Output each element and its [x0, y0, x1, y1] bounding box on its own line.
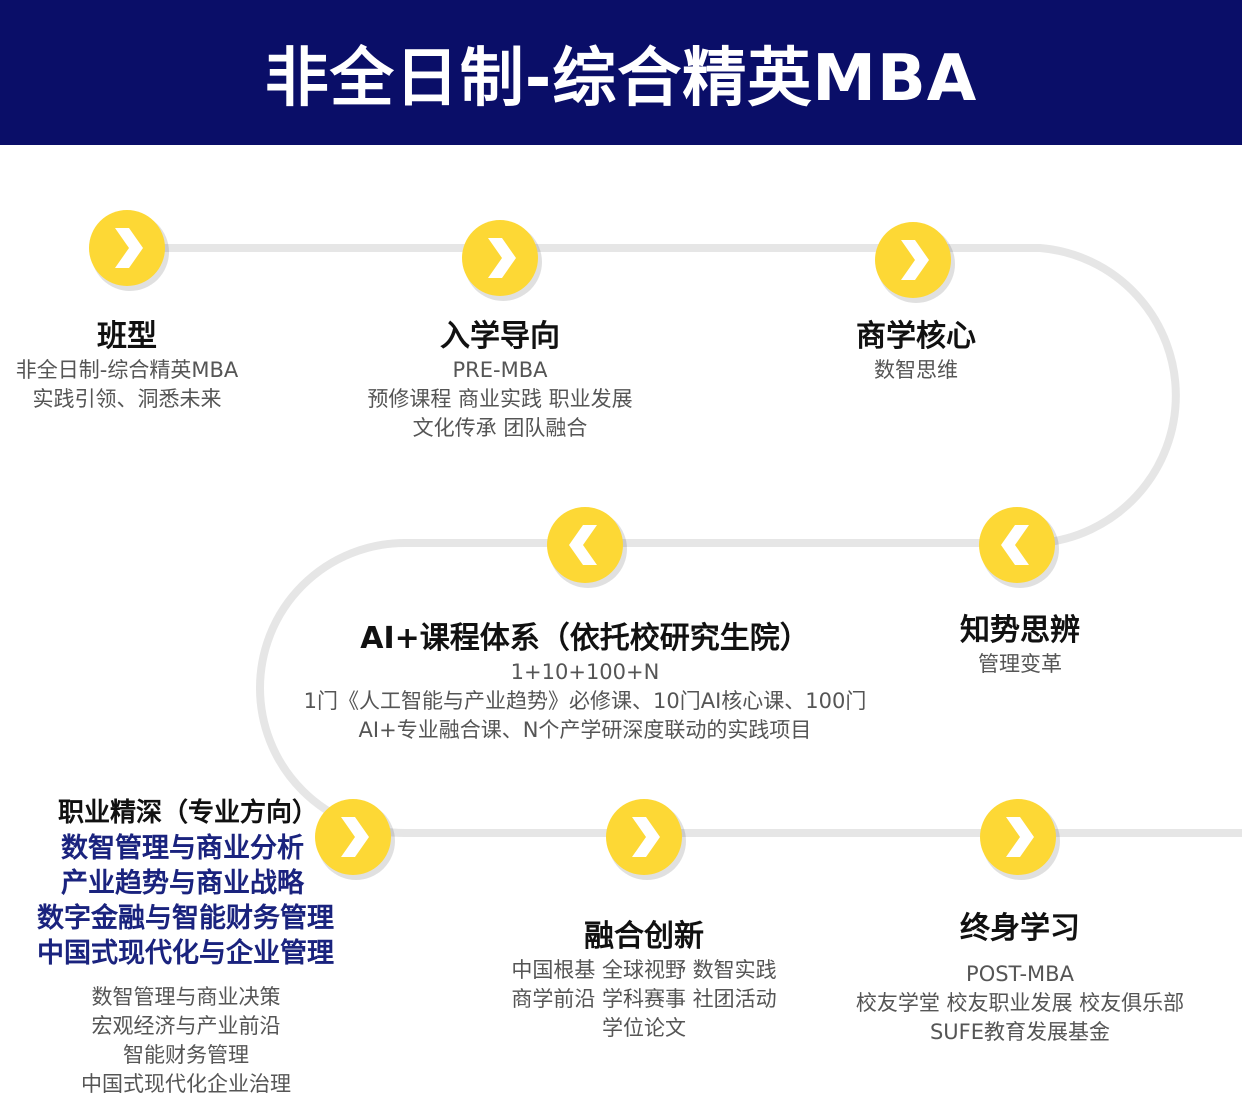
- step-class-type: 班型 非全日制-综合精英MBA 实践引领、洞悉未来: [16, 318, 238, 414]
- step-career-courses: 数智管理与商业决策 宏观经济与产业前沿 智能财务管理 中国式现代化企业治理: [81, 983, 291, 1099]
- step-line: AI+专业融合课、N个产学研深度联动的实践项目: [358, 718, 812, 742]
- specialization-direction: 数智管理与商业分析: [61, 833, 304, 864]
- step-lifelong-learning: 终身学习 POST-MBA 校友学堂 校友职业发展 校友俱乐部 SUFE教育发展…: [856, 910, 1184, 1047]
- node-circle: [980, 799, 1056, 875]
- chevron-right-icon: [632, 817, 660, 857]
- step-line: POST-MBA: [966, 962, 1074, 986]
- chevron-left-icon: [569, 525, 597, 565]
- node-circle: [315, 799, 391, 875]
- chevron-right-icon: [115, 228, 143, 268]
- step-integration: 融合创新 中国根基 全球视野 数智实践 商学前沿 学科赛事 社团活动 学位论文: [511, 918, 776, 1043]
- track-line: [127, 244, 1242, 837]
- step-line: 学位论文: [601, 1016, 686, 1040]
- specialization-direction: 产业趋势与商业战略: [61, 868, 304, 899]
- step-node: [980, 799, 1060, 880]
- node-circle: [979, 507, 1055, 583]
- step-node: [315, 799, 395, 880]
- step-line: 宏观经济与产业前沿: [91, 1014, 281, 1038]
- step-line: SUFE教育发展基金: [929, 1020, 1111, 1044]
- step-node: [606, 799, 686, 880]
- step-line: 预修课程 商业实践 职业发展: [367, 387, 633, 411]
- header-banner: 非全日制-综合精英MBA: [0, 0, 1242, 145]
- chevron-right-icon: [341, 817, 369, 857]
- step-title: 融合创新: [583, 919, 704, 954]
- step-line: 非全日制-综合精英MBA: [15, 358, 239, 382]
- step-title: AI+课程体系（依托校研究生院）: [360, 621, 810, 656]
- step-line: 商学前沿 学科赛事 社团活动: [511, 987, 777, 1011]
- step-node: [979, 507, 1059, 588]
- step-title: 入学导向: [439, 319, 560, 354]
- chevron-right-icon: [1006, 817, 1034, 857]
- step-line: 管理变革: [978, 652, 1062, 676]
- step-line: 中国根基 全球视野 数智实践: [511, 958, 777, 982]
- step-insight: 知势思辨 管理变革: [960, 612, 1080, 679]
- step-line: 智能财务管理: [123, 1043, 249, 1067]
- step-line: 中国式现代化企业治理: [81, 1072, 291, 1096]
- step-title: 商学核心: [856, 319, 976, 354]
- chevron-right-icon: [488, 238, 516, 278]
- page-title: 非全日制-综合精英MBA: [264, 41, 978, 116]
- step-title: 职业精深（专业方向）: [57, 798, 318, 828]
- specialization-direction: 数字金融与智能财务管理: [37, 903, 334, 934]
- step-line: 实践引领、洞悉未来: [32, 387, 222, 411]
- step-title: 知势思辨: [960, 613, 1080, 648]
- step-admission: 入学导向 PRE-MBA 预修课程 商业实践 职业发展 文化传承 团队融合: [367, 318, 632, 443]
- step-line: PRE-MBA: [452, 358, 548, 382]
- step-node: [89, 210, 169, 291]
- step-line: 数智思维: [874, 358, 958, 382]
- step-line: 文化传承 团队融合: [412, 416, 588, 440]
- step-title: 班型: [97, 319, 157, 354]
- node-circle: [462, 220, 538, 296]
- step-business-core: 商学核心 数智思维: [856, 318, 976, 385]
- step-line: 数智管理与商业决策: [91, 985, 281, 1009]
- chevron-left-icon: [1001, 525, 1029, 565]
- step-title: 终身学习: [959, 911, 1080, 946]
- step-line: 1+10+100+N: [510, 660, 660, 684]
- step-node: [547, 507, 627, 588]
- step-ai-curriculum: AI+课程体系（依托校研究生院） 1+10+100+N 1门《人工智能与产业趋势…: [304, 620, 867, 745]
- step-career-specialization: 职业精深（专业方向） 数智管理与商业分析 产业趋势与商业战略 数字金融与智能财务…: [14, 795, 334, 971]
- chevron-right-icon: [901, 240, 929, 280]
- step-node: [462, 220, 542, 301]
- node-circle: [875, 222, 951, 298]
- node-circle: [606, 799, 682, 875]
- step-line: 校友学堂 校友职业发展 校友俱乐部: [855, 991, 1185, 1015]
- step-line: 1门《人工智能与产业趋势》必修课、10门AI核心课、100门: [303, 689, 867, 713]
- specialization-direction: 中国式现代化与企业管理: [37, 938, 334, 969]
- node-circle: [89, 210, 165, 286]
- step-node: [875, 222, 955, 303]
- node-circle: [547, 507, 623, 583]
